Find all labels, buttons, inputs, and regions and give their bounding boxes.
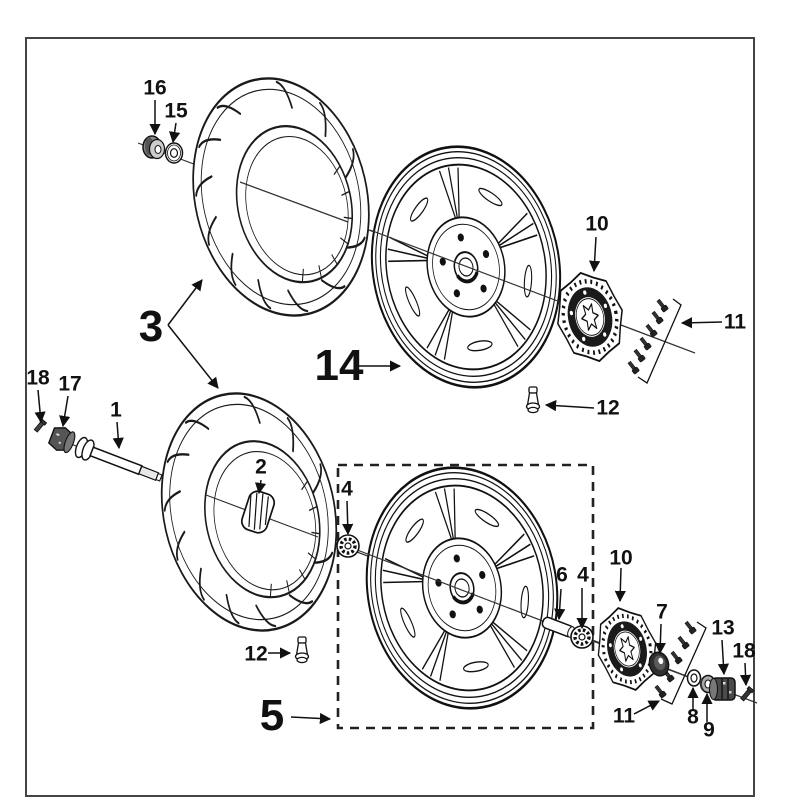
spacer-nut-16 (142, 135, 166, 160)
callout-4b: 4 (577, 563, 589, 587)
callout-10-lower: 10 (609, 546, 633, 570)
diagram-frame (25, 37, 755, 797)
callout-11-lower: 11 (612, 704, 636, 728)
valve-lower (294, 636, 310, 664)
valve-upper (525, 386, 541, 414)
callout-2: 2 (255, 455, 267, 479)
callout-3: 3 (138, 302, 164, 351)
callout-18-left: 18 (26, 366, 50, 390)
disc-bolts-upper (626, 298, 682, 384)
assembly-group-box (336, 463, 595, 730)
axle-bolt (74, 436, 163, 482)
callout-1: 1 (110, 398, 122, 422)
lower-brake-disc (590, 602, 665, 696)
callout-14: 14 (314, 341, 364, 390)
axle-nut-17 (47, 427, 76, 454)
washer-15 (164, 142, 184, 164)
callout-7: 7 (656, 600, 668, 624)
callout-arrows (34, 100, 752, 725)
callout-17: 17 (58, 372, 82, 396)
callout-8: 8 (687, 705, 699, 729)
callout-11-upper: 11 (723, 310, 747, 334)
washer-8 (686, 669, 702, 687)
bearing-4b (569, 624, 595, 650)
cotter-pin-right (740, 685, 755, 702)
upper-wheel-rim (351, 129, 581, 405)
callout-6: 6 (556, 563, 568, 587)
callout-15: 15 (164, 99, 188, 123)
bearing-4a (335, 533, 361, 559)
cotter-pin-left (33, 418, 48, 433)
callout-5: 5 (259, 691, 285, 740)
callout-10-upper: 10 (585, 212, 609, 236)
callout-4a: 4 (341, 477, 353, 501)
callout-12-lower: 12 (244, 642, 268, 666)
hub-nut-13 (709, 677, 736, 701)
callout-12-upper: 12 (596, 396, 620, 420)
lower-wheel-rim (346, 450, 578, 726)
disc-bolts-lower (653, 620, 707, 705)
callout-18-right: 18 (732, 639, 756, 663)
callout-13: 13 (711, 616, 735, 640)
callout-16: 16 (143, 76, 167, 100)
callout-9: 9 (703, 718, 715, 742)
